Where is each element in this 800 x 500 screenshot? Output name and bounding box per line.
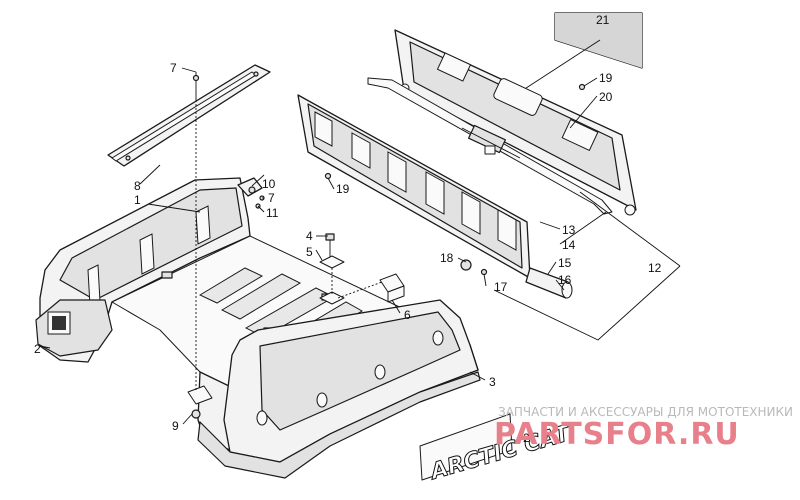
callout-21-top: 21 [596,13,610,27]
cargo-box [35,177,481,479]
callout-labels: 1 2 3 4 5 6 7 7 8 9 10 11 12 13 14 15 16… [34,13,662,445]
callout-8: 8 [134,179,141,193]
tailgate-latch [461,124,521,159]
callout-20: 20 [599,90,613,104]
decal-21-top [519,12,643,93]
tailgate-seal [367,77,613,215]
callout-7-top: 7 [170,61,177,75]
watermark-caption: ЗАПЧАСТИ И АКСЕССУАРЫ ДЛЯ МОТОТЕХНИКИ [498,405,793,419]
callout-3: 3 [489,375,496,389]
callout-17: 17 [494,280,508,294]
screw-19-upper [578,83,586,91]
fastener-9 [187,100,213,419]
callout-14: 14 [562,238,576,252]
hinge-pin [525,267,573,299]
callout-19-lower: 19 [336,182,350,196]
callout-12: 12 [648,261,662,275]
callout-16: 16 [558,273,572,287]
clip-6 [337,273,405,303]
mount-strip-8 [107,64,271,167]
tailgate-inner-panel [297,94,531,279]
screw-19-lower [324,172,332,180]
callout-19-upper: 19 [599,71,613,85]
callout-4: 4 [306,229,313,243]
screw-17 [480,268,488,276]
bumper-18 [460,259,472,271]
callout-11: 11 [266,206,279,220]
callout-15: 15 [558,256,572,270]
tailgate-outer-panel [394,29,637,216]
callout-18: 18 [440,251,454,265]
callout-9: 9 [172,419,179,433]
watermark-site: PARTSFOR.RU [494,417,740,452]
callout-2: 2 [34,342,41,356]
callout-21-bottom: 21 [523,431,537,445]
watermark: ЗАПЧАСТИ И АКСЕССУАРЫ ДЛЯ МОТОТЕХНИКИ PA… [494,405,793,452]
callout-7-side: 7 [268,191,275,205]
callout-6: 6 [404,308,411,322]
callout-10: 10 [262,177,276,191]
callout-13: 13 [562,223,576,237]
bolt-washer-4-5 [319,233,345,305]
callout-5: 5 [306,245,313,259]
assembly-bracket-12 [493,191,681,341]
callout-1: 1 [134,193,141,207]
leader-lines [39,67,607,425]
